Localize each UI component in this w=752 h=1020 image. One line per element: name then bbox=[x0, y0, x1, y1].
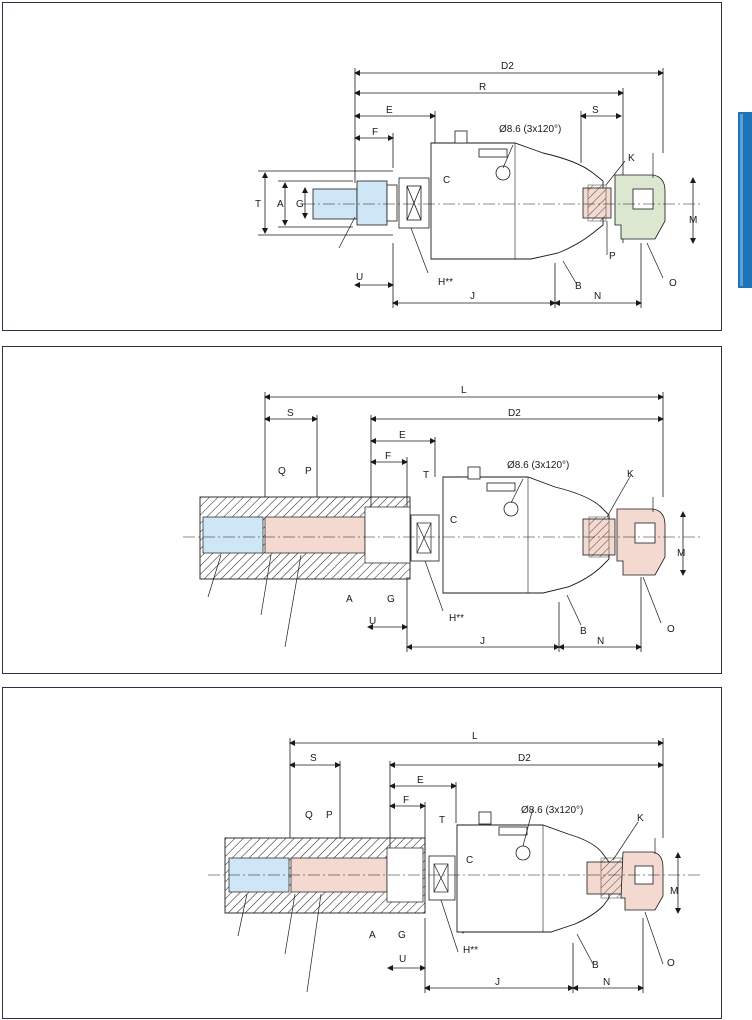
label-B: B bbox=[592, 960, 599, 971]
dim-T: T bbox=[255, 199, 261, 210]
label-A: A bbox=[346, 594, 353, 605]
dim-N: N bbox=[597, 636, 604, 647]
dim-M: M bbox=[670, 886, 678, 897]
technical-drawing-2: L S D2 E F Q P T K C M A G U H** B O J N… bbox=[183, 385, 703, 652]
dim-C: C bbox=[443, 175, 450, 186]
label-P: P bbox=[609, 251, 616, 262]
label-H: H** bbox=[438, 277, 453, 288]
dim-N: N bbox=[603, 977, 610, 988]
dim-N: N bbox=[594, 291, 601, 302]
dim-U: U bbox=[356, 272, 363, 283]
panel-rotary-joint-flange-alt: L S D2 E F Q P T K C M A G U H** B O J N… bbox=[2, 687, 722, 1019]
label-G: G bbox=[387, 594, 395, 605]
label-G: G bbox=[398, 930, 406, 941]
dim-L: L bbox=[472, 731, 478, 742]
mounting-hole-note: Ø8.6 (3x120°) bbox=[521, 805, 583, 816]
dim-S: S bbox=[592, 105, 599, 116]
label-K: K bbox=[628, 153, 635, 164]
dim-U: U bbox=[399, 954, 406, 965]
panel-rotary-joint-basic: D2 R E S F K C T A G M P B N O U H** J Ø… bbox=[2, 2, 722, 331]
label-A: A bbox=[369, 930, 376, 941]
dim-M: M bbox=[677, 548, 685, 559]
dim-E: E bbox=[399, 430, 406, 441]
label-B: B bbox=[580, 626, 587, 637]
label-H: H** bbox=[449, 613, 464, 624]
dim-C: C bbox=[450, 515, 457, 526]
mounting-hole-note: Ø8.6 (3x120°) bbox=[507, 460, 569, 471]
dim-R: R bbox=[479, 82, 486, 93]
label-Q: Q bbox=[305, 810, 313, 821]
label-B: B bbox=[575, 281, 582, 292]
panel-rotary-joint-flange: L S D2 E F Q P T K C M A G U H** B O J N… bbox=[2, 346, 722, 674]
label-H: H** bbox=[463, 945, 478, 956]
dim-M: M bbox=[689, 215, 697, 226]
mounting-hole-note: Ø8.6 (3x120°) bbox=[499, 124, 561, 135]
dim-D2: D2 bbox=[508, 408, 521, 419]
dim-S: S bbox=[287, 408, 294, 419]
dim-J: J bbox=[495, 977, 500, 988]
dim-S: S bbox=[310, 753, 317, 764]
dim-T: T bbox=[439, 815, 445, 826]
technical-drawing-1: D2 R E S F K C T A G M P B N O U H** J Ø… bbox=[255, 61, 703, 308]
label-K: K bbox=[637, 813, 644, 824]
dim-T: T bbox=[423, 470, 429, 481]
dim-F: F bbox=[403, 795, 409, 806]
dim-G: G bbox=[296, 199, 304, 210]
section-side-tab bbox=[738, 112, 752, 288]
dim-U: U bbox=[369, 616, 376, 627]
dim-E: E bbox=[386, 105, 393, 116]
dim-J: J bbox=[480, 636, 485, 647]
dim-A: A bbox=[277, 199, 284, 210]
dim-C: C bbox=[466, 855, 473, 866]
dim-F: F bbox=[385, 451, 391, 462]
label-P: P bbox=[305, 466, 312, 477]
label-K: K bbox=[627, 469, 634, 480]
label-Q: Q bbox=[278, 466, 286, 477]
dim-E: E bbox=[417, 775, 424, 786]
technical-drawing-3: L S D2 E F Q P T K C M A G U H** B O J N… bbox=[208, 731, 703, 993]
dim-F: F bbox=[372, 127, 378, 138]
dim-D2: D2 bbox=[501, 61, 514, 72]
dim-L: L bbox=[461, 385, 467, 396]
label-O: O bbox=[667, 624, 675, 635]
label-P: P bbox=[326, 810, 333, 821]
dim-D2: D2 bbox=[518, 753, 531, 764]
label-O: O bbox=[669, 278, 677, 289]
label-O: O bbox=[667, 958, 675, 969]
dim-J: J bbox=[470, 291, 475, 302]
